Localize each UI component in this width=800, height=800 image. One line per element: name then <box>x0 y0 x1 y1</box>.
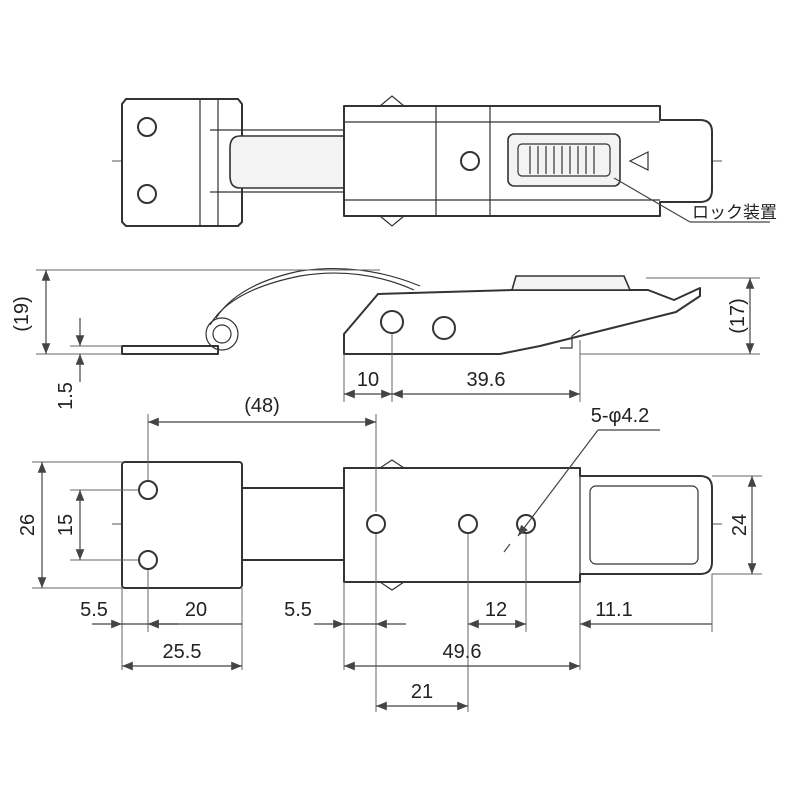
front-link <box>241 487 345 561</box>
top-base-hole-upper <box>137 117 157 137</box>
dim-body-margin: 5.5 <box>284 599 312 621</box>
top-base-plate <box>121 98 243 227</box>
dim-side-body-length: 39.6 <box>467 369 506 391</box>
side-lever-body <box>343 287 701 355</box>
front-body-hole-1 <box>366 514 386 534</box>
side-pivot-hole <box>380 310 404 334</box>
top-body-hole <box>460 151 480 171</box>
dim-plate-thickness: 1.5 <box>55 382 77 410</box>
dim-left-margin: 5.5 <box>80 599 108 621</box>
dim-pivot-offset: 10 <box>357 369 379 391</box>
top-view: ロック装置 <box>112 95 777 227</box>
side-lock-knob <box>510 275 632 291</box>
dim-base-width: 25.5 <box>163 641 202 663</box>
dim-hole-pitch-vertical: 15 <box>55 514 77 536</box>
top-base-hole-lower <box>137 184 157 204</box>
hole-spec-label: 5-φ4.2 <box>591 405 650 427</box>
dim-base-hole-pitch: 20 <box>185 599 207 621</box>
dim-body-width: 24 <box>729 514 751 536</box>
dim-front-body-length: 49.6 <box>443 641 482 663</box>
dim-total-width: 26 <box>17 514 39 536</box>
side-view: (19) (17) 1.5 10 39.6 <box>11 267 760 410</box>
front-view: 5-φ4.2 (48) 26 15 24 <box>17 395 762 712</box>
front-base-plate <box>121 461 243 589</box>
dim-side-height-right: (17) <box>727 298 749 334</box>
front-base-hole-upper <box>138 480 158 500</box>
front-body-hole-2 <box>458 514 478 534</box>
side-coil <box>205 317 239 351</box>
dim-overall-length: (48) <box>244 395 280 417</box>
dim-hole-pitch: 12 <box>485 599 507 621</box>
lock-ridges <box>529 146 595 174</box>
side-rivet-hole <box>432 316 456 340</box>
dim-hole-spacing: 21 <box>411 681 433 703</box>
side-base-strip <box>121 345 219 355</box>
direction-triangle-icon <box>628 151 649 171</box>
dim-hook-length: 11.1 <box>595 599 632 621</box>
lock-device <box>507 133 621 187</box>
dim-side-height-left: (19) <box>11 296 33 332</box>
front-base-hole-lower <box>138 550 158 570</box>
lock-device-label: ロック装置 <box>692 203 777 223</box>
